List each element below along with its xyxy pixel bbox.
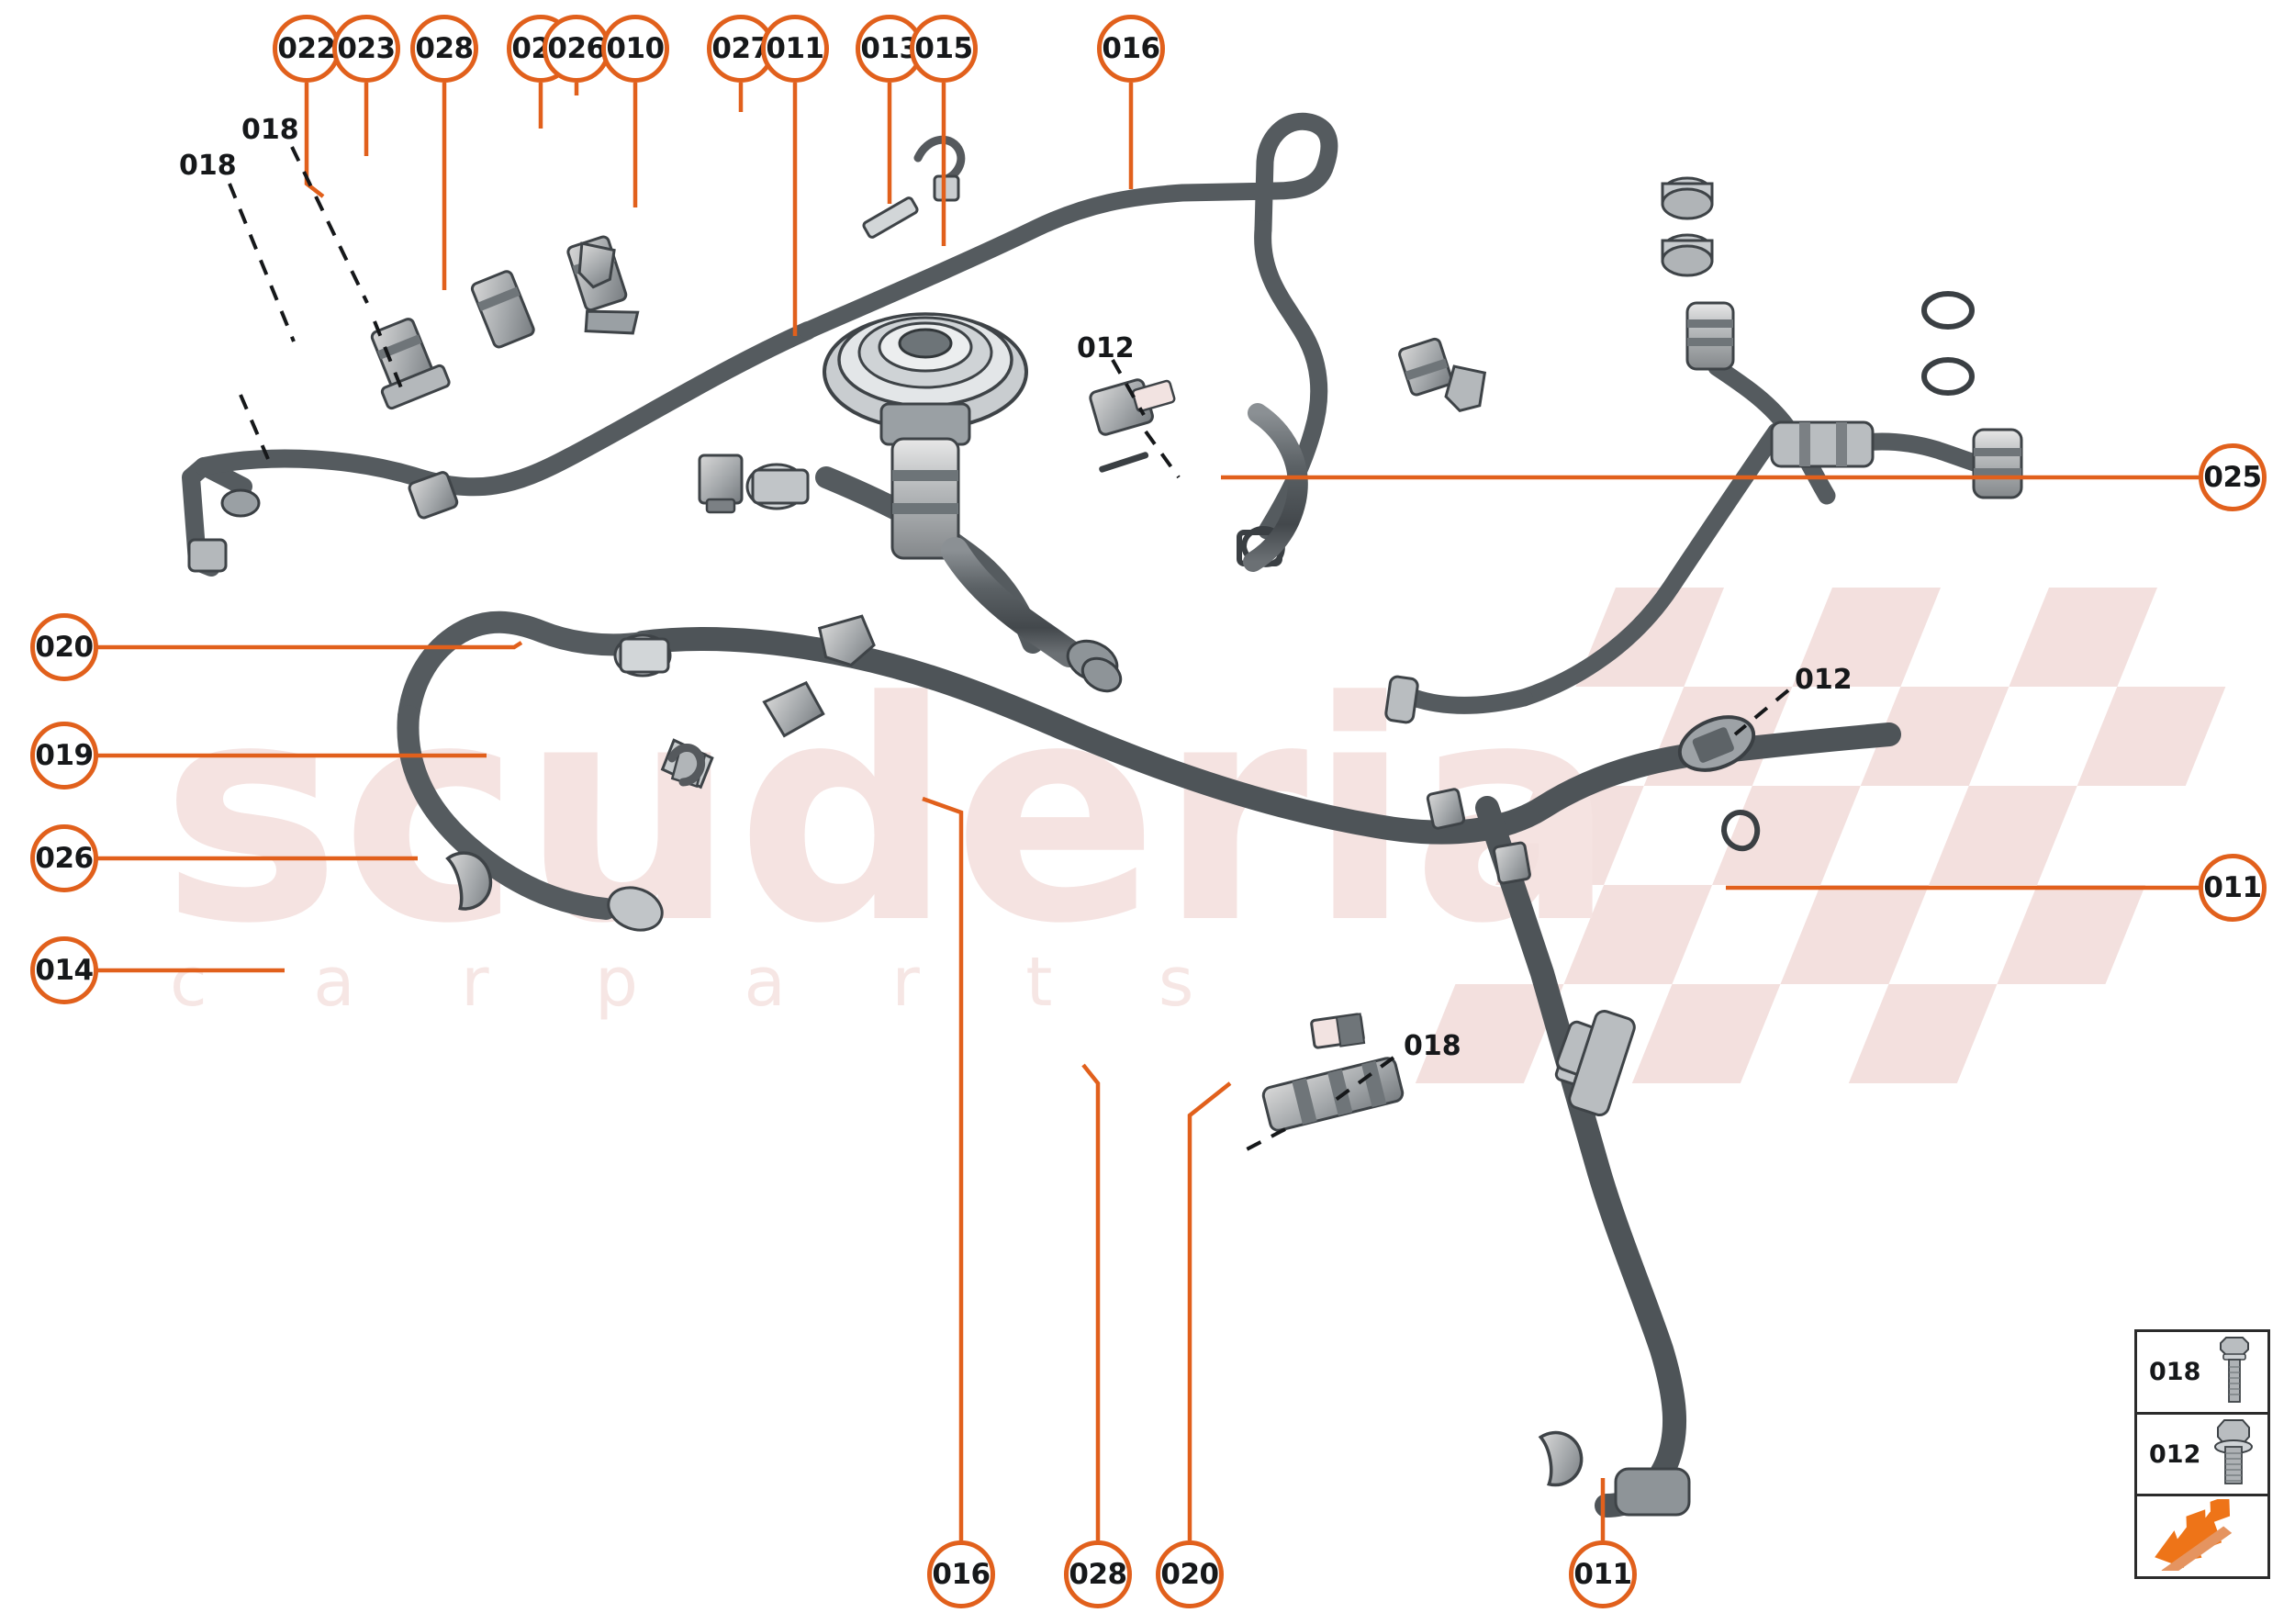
callout-badge-019[interactable]: 019 [30,722,98,790]
callout-label: 011 [766,32,824,65]
callout-label: 028 [1069,1558,1127,1591]
callout-badge-028-bottom[interactable]: 028 [1064,1540,1132,1608]
orange-direction-arrow-icon [2146,1495,2258,1577]
dash-012-center [1111,359,1146,416]
small-parts-top [862,135,966,239]
callout-label: 013 [860,32,919,65]
callout-badge-020-bottom[interactable]: 020 [1156,1540,1224,1608]
small-parts-center-right [1089,337,1487,572]
callout-label: 011 [1573,1558,1632,1591]
dash-018-left-2 [290,146,369,304]
dash-018-bottom [1334,1056,1395,1102]
callout-label: 015 [914,32,973,65]
callout-badge-016-top[interactable]: 016 [1097,15,1165,83]
inline-label-018-bottom: 018 [1404,1030,1461,1062]
hex-bolt-long-icon [2218,1334,2255,1409]
callout-label: 020 [35,631,94,664]
callout-badge-011-right[interactable]: 011 [2199,854,2267,922]
leader-016b [922,796,964,1540]
bushings-016 [1384,176,2023,724]
callout-label: 026 [35,842,94,875]
center-fittings [745,463,1600,1089]
legend-label-012: 012 [2149,1439,2201,1469]
dash-018-left-2b [373,320,406,396]
small-parts-left [445,614,876,932]
legend-box: 018 012 [2134,1329,2270,1579]
leader-020b [1187,1081,1232,1540]
callout-label: 028 [415,32,474,65]
watermark-subtitle-text: c a r p a r t s [170,943,1236,1022]
callout-label: 027 [711,32,770,65]
callout-label: 016 [932,1558,991,1591]
callout-label: 022 [277,32,336,65]
callout-badge-026a[interactable]: 026 [543,15,610,83]
inline-label-018-left-1: 018 [179,150,237,182]
callout-badge-015[interactable]: 015 [910,15,978,83]
callout-badge-022[interactable]: 022 [273,15,341,83]
callout-badge-011-bottom[interactable]: 011 [1569,1540,1637,1608]
callout-badge-010[interactable]: 010 [601,15,669,83]
callout-label: 026 [547,32,606,65]
callout-label: 020 [1160,1558,1219,1591]
fuel-filter-assembly [823,312,1119,683]
callout-badge-026-left[interactable]: 026 [30,824,98,892]
dash-018-bottom-b [1246,1127,1286,1151]
inline-label-012-center: 012 [1077,332,1135,364]
leader-022 [304,83,325,198]
connector-028 [698,454,744,514]
callout-label: 011 [2203,871,2262,904]
leader-020a [64,641,523,650]
callout-badge-028[interactable]: 028 [410,15,478,83]
legend-row-012: 012 [2137,1415,2267,1497]
dash-018-left-1b [239,394,270,460]
callout-label: 016 [1102,32,1160,65]
callout-label: 014 [35,954,94,987]
callout-label: 019 [35,739,94,772]
callout-label: 010 [606,32,665,65]
callout-badge-025[interactable]: 025 [2199,443,2267,511]
small-parts-bottom [1261,1009,1691,1517]
dash-012-center-b [1144,430,1181,479]
legend-label-018: 018 [2149,1357,2201,1386]
dash-018-left-1 [228,183,296,342]
flange-bolt-icon [2212,1417,2255,1492]
hose-clamp-group-left [187,235,640,573]
inline-label-012-right: 012 [1795,664,1853,696]
inline-label-018-left-2: 018 [241,114,299,146]
callout-badge-020-left[interactable]: 020 [30,613,98,681]
dash-012-right [1733,689,1790,736]
legend-row-arrow [2137,1495,2267,1577]
leader-028b [1081,1063,1101,1540]
callout-badge-011a[interactable]: 011 [761,15,829,83]
small-parts-right [1677,715,1761,852]
callout-label: 023 [337,32,396,65]
callout-badge-023[interactable]: 023 [332,15,400,83]
callout-badge-016-bottom[interactable]: 016 [927,1540,995,1608]
legend-row-018: 018 [2137,1332,2267,1415]
callout-label: 025 [2203,461,2262,494]
callout-badge-014[interactable]: 014 [30,936,98,1004]
